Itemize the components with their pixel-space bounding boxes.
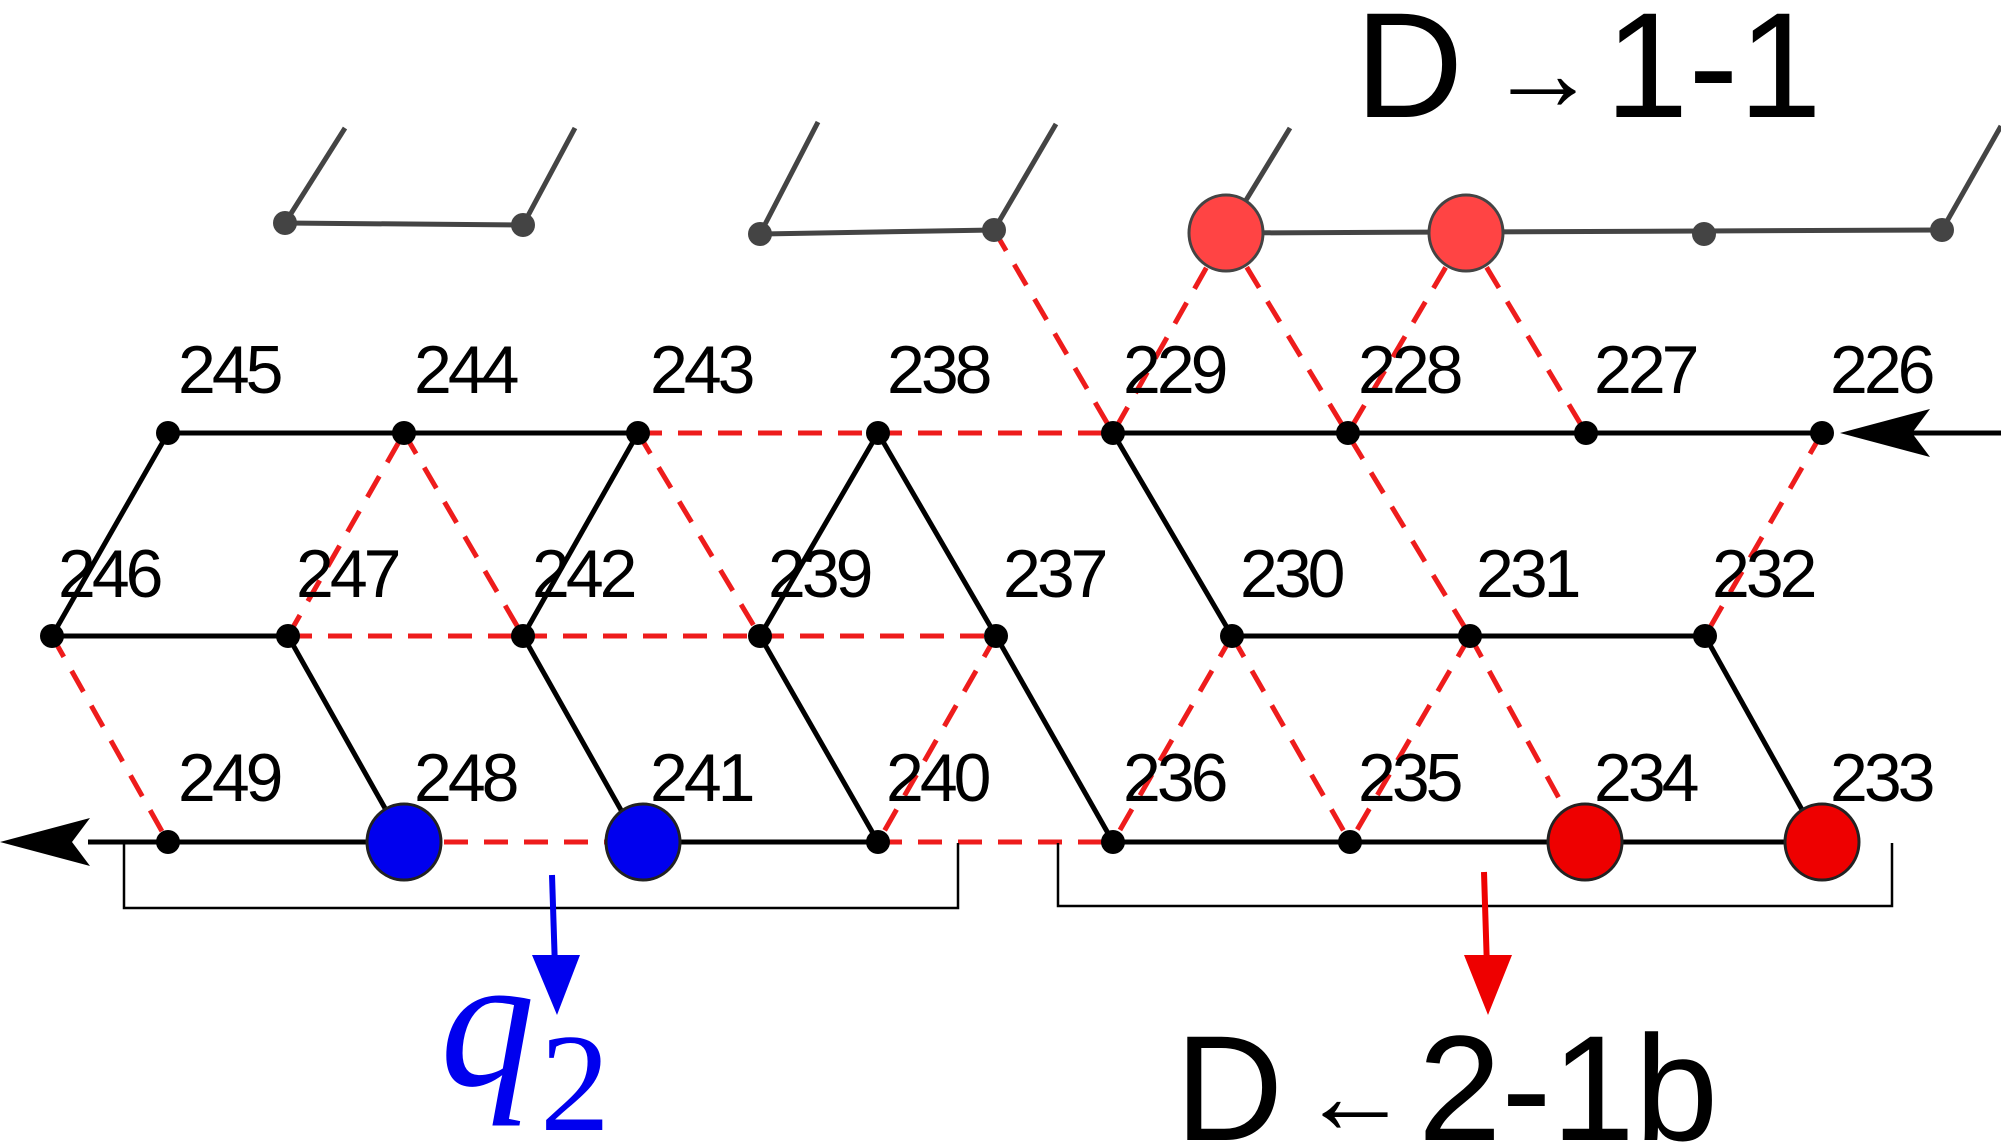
top-right-label: D → 1-1	[1355, 0, 1822, 149]
red-markers	[1546, 802, 1861, 882]
node-label: 242	[532, 536, 635, 612]
dashed-edges	[49, 228, 1825, 845]
q2-label: q 2	[440, 917, 610, 1146]
bottom-right-label: D ← 2-1b	[1175, 1004, 1718, 1146]
node-label: 239	[768, 536, 871, 612]
node-label: 236	[1123, 740, 1226, 816]
top-right-label-arrow: →	[1488, 11, 1598, 134]
node-label: 231	[1476, 536, 1579, 612]
top-vertex-dots	[273, 211, 1954, 246]
node-label: 230	[1240, 536, 1344, 612]
node-label: 240	[886, 740, 990, 816]
node-label: 228	[1358, 332, 1461, 408]
node-label: 249	[178, 740, 281, 816]
node-label: 238	[887, 332, 990, 408]
node-label: 247	[296, 536, 399, 612]
blue-markers	[365, 802, 682, 882]
node-label: 234	[1594, 740, 1698, 816]
node-label: 243	[650, 332, 753, 408]
q-subscript: 2	[540, 1006, 610, 1146]
bottom-right-label-value: 2-1b	[1418, 1004, 1718, 1146]
node-label: 245	[178, 332, 281, 408]
node-label: 241	[650, 740, 753, 816]
brackets	[122, 843, 1894, 910]
top-right-label-letter: D	[1355, 0, 1463, 149]
bottom-right-label-letter: D	[1175, 1004, 1283, 1146]
node-label: 235	[1358, 740, 1461, 816]
node-label: 248	[414, 740, 517, 816]
node-label: 244	[414, 332, 518, 408]
q-symbol: q	[440, 917, 535, 1127]
node-label: 226	[1830, 332, 1933, 408]
right-arrowhead	[1840, 409, 1930, 457]
red-markers-top	[1187, 193, 1505, 273]
node-label: 237	[1003, 536, 1106, 612]
node-label: 246	[58, 536, 161, 612]
node-labels: 245 244 243 238 229 228 227 226 246 247 …	[58, 332, 1937, 816]
node-label: 227	[1594, 332, 1697, 408]
bracket-arrows	[532, 871, 1512, 1015]
node-label: 233	[1830, 740, 1933, 816]
node-label: 232	[1712, 536, 1815, 612]
top-right-label-value: 1-1	[1605, 0, 1822, 149]
left-arrowhead	[0, 818, 90, 866]
bottom-right-label-arrow: ←	[1300, 1034, 1410, 1146]
node-label: 229	[1123, 332, 1226, 408]
top-partial-lattice	[282, 120, 2001, 237]
